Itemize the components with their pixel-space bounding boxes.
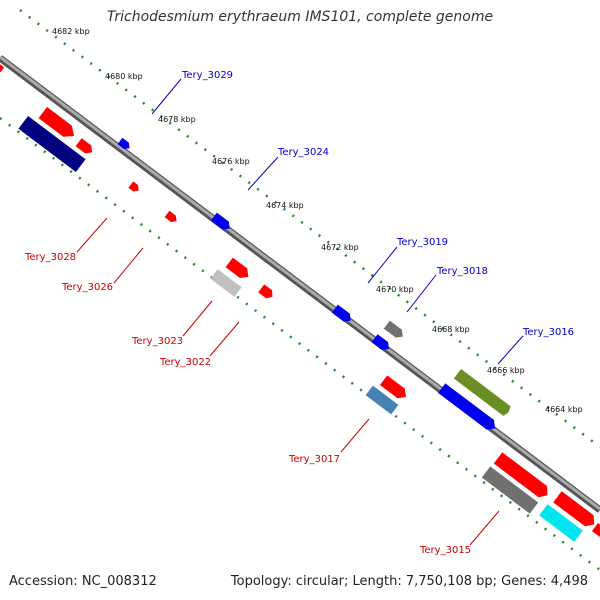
tick-label: 4666 kbp <box>487 366 525 375</box>
tick-label: 4678 kbp <box>158 115 196 124</box>
label-leader <box>406 274 437 313</box>
gene-tery-3019[interactable] <box>331 304 354 325</box>
gene-label[interactable]: Tery_3023 <box>131 336 183 347</box>
map-title: Trichodesmium erythraeum IMS101, complet… <box>106 9 494 25</box>
tick-label: 4676 kbp <box>212 157 250 166</box>
label-leader <box>247 156 279 191</box>
gene-label[interactable]: Tery_3017 <box>288 454 340 465</box>
tick-label: 4664 kbp <box>545 405 583 414</box>
accession-text: Accession: NC_008312 <box>9 574 157 589</box>
gene-tery-3014-red[interactable] <box>553 491 598 530</box>
gene-label[interactable]: Tery_3029 <box>181 70 233 81</box>
gene-tery-3028-small[interactable] <box>75 138 96 156</box>
gene-label[interactable]: Tery_3024 <box>277 147 329 158</box>
gene-tery-3017-red[interactable] <box>380 375 410 401</box>
gene-edge-small[interactable] <box>0 63 5 73</box>
genome-axis-highlight <box>0 55 600 511</box>
gene-edge-red[interactable] <box>591 522 600 538</box>
label-leader <box>497 335 524 365</box>
gene-tery-3016-olive[interactable] <box>453 368 512 417</box>
label-leader <box>340 418 370 453</box>
label-leader <box>209 321 240 357</box>
gene-label[interactable]: Tery_3016 <box>522 327 574 338</box>
gene-label[interactable]: Tery_3028 <box>24 252 76 263</box>
gene-label[interactable]: Tery_3022 <box>159 357 211 368</box>
gene-tery-3015[interactable] <box>481 466 539 514</box>
label-leader <box>367 246 398 284</box>
upper-scale-track <box>19 9 600 448</box>
gene-tery-3023-red[interactable] <box>225 257 252 282</box>
tick-label: 4680 kbp <box>105 72 143 81</box>
gene-tery-3028-navy[interactable] <box>18 115 86 173</box>
label-leader <box>151 78 182 115</box>
gene-tery-3018[interactable] <box>371 334 392 353</box>
gene-label[interactable]: Tery_3019 <box>396 237 448 248</box>
label-leader <box>469 510 500 546</box>
gene-tery-3027[interactable] <box>128 181 141 193</box>
gene-label[interactable]: Tery_3018 <box>436 266 488 277</box>
gene-tery-3024[interactable] <box>210 212 233 233</box>
label-leader <box>76 217 108 253</box>
tick-label: 4682 kbp <box>52 27 90 36</box>
label-leader <box>182 300 213 337</box>
label-leader <box>113 247 144 284</box>
gene-label[interactable]: Tery_3015 <box>419 545 471 556</box>
tick-label: 4668 kbp <box>432 325 470 334</box>
gene-tery-3023[interactable] <box>210 269 242 297</box>
gene-label[interactable]: Tery_3026 <box>61 282 113 293</box>
topology-text: Topology: circular; Length: 7,750,108 bp… <box>230 574 588 589</box>
gene-tery-3016[interactable] <box>438 383 499 433</box>
lower-scale-track <box>0 117 600 571</box>
gene-tery-3015-red[interactable] <box>493 452 552 500</box>
gene-tery-3022[interactable] <box>258 284 275 300</box>
gene-tery-3014[interactable] <box>539 504 583 542</box>
tick-label: 4674 kbp <box>266 201 304 210</box>
gene-tery-3017[interactable] <box>365 385 399 415</box>
gene-tery-3018-gray[interactable] <box>383 320 406 341</box>
gene-tery-3028-red[interactable] <box>38 106 79 142</box>
tick-label: 4670 kbp <box>376 285 414 294</box>
gene-tery-3026[interactable] <box>164 210 179 225</box>
gene-tery-3029[interactable] <box>117 137 132 152</box>
tick-label: 4672 kbp <box>321 243 359 252</box>
